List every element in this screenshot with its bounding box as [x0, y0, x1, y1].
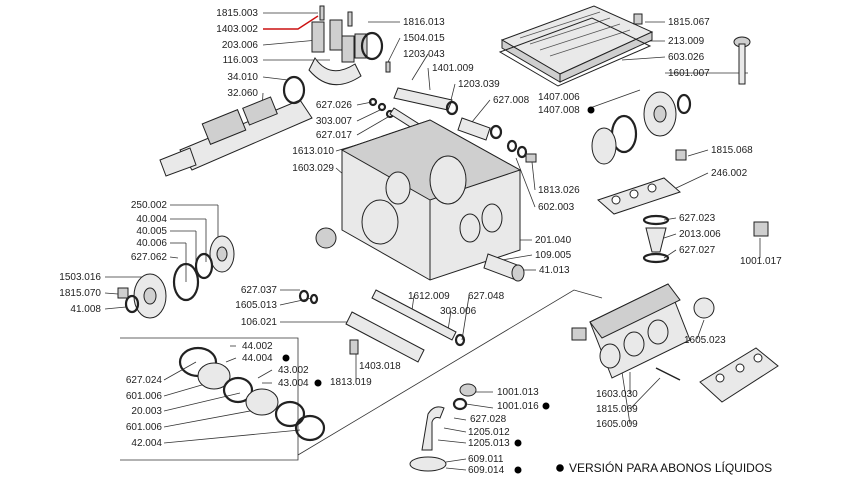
- label-213009: 213.009: [668, 36, 705, 47]
- label-1205012: 1205.012: [468, 427, 510, 438]
- label-1815003: 1815.003: [216, 8, 258, 19]
- label-601006-b: 601.006: [126, 422, 163, 433]
- label-1605013: 1605.013: [235, 300, 277, 311]
- marker-1001016: [542, 402, 550, 410]
- marker-44004: [282, 354, 290, 362]
- label-609014: 609.014: [468, 465, 505, 476]
- label-40004: 40.004: [136, 214, 167, 225]
- label-627017: 627.017: [316, 130, 353, 141]
- label-40005: 40.005: [136, 226, 167, 237]
- pump-head-cover: [498, 5, 654, 87]
- label-43002: 43.002: [278, 365, 309, 376]
- crankcase: [315, 119, 522, 281]
- label-627037: 627.037: [241, 285, 278, 296]
- label-1403002: 1403.002: [216, 24, 258, 35]
- label-20003: 20.003: [131, 406, 162, 417]
- label-34010: 34.010: [227, 72, 258, 83]
- label-627027: 627.027: [679, 245, 716, 256]
- label-603026: 603.026: [668, 52, 705, 63]
- oil-dipstick: [733, 36, 751, 85]
- label-1613010: 1613.010: [292, 146, 334, 157]
- label-1815068: 1815.068: [711, 145, 753, 156]
- label-246002: 246.002: [711, 168, 748, 179]
- label-1816013: 1816.013: [403, 17, 445, 28]
- label-1203043: 1203.043: [403, 49, 445, 60]
- label-1815070: 1815.070: [59, 288, 101, 299]
- label-303007: 303.007: [316, 116, 353, 127]
- label-40006: 40.006: [136, 238, 167, 249]
- label-2013006: 2013.006: [679, 229, 721, 240]
- label-44004: 44.004: [242, 353, 273, 364]
- label-1612009: 1612.009: [408, 291, 450, 302]
- label-109005: 109.005: [535, 250, 572, 261]
- label-203006: 203.006: [222, 40, 259, 51]
- label-1601007: 1601.007: [668, 68, 710, 79]
- marker-1205013: [514, 439, 522, 447]
- label-116003: 116.003: [223, 55, 259, 66]
- label-609011: 609.011: [468, 454, 504, 465]
- label-602003: 602.003: [538, 202, 575, 213]
- inlet-fitting: [409, 383, 477, 472]
- label-303006: 303.006: [440, 306, 477, 317]
- label-250002: 250.002: [131, 200, 168, 211]
- label-1001013: 1001.013: [497, 387, 539, 398]
- label-627062: 627.062: [131, 252, 168, 263]
- label-32060: 32.060: [227, 88, 258, 99]
- label-1605009: 1605.009: [596, 419, 638, 430]
- manifold: [571, 283, 715, 381]
- plunger-sleeve: [483, 253, 525, 282]
- label-627028: 627.028: [470, 414, 507, 425]
- connecting-rod-caps: [308, 5, 368, 86]
- label-1407008: 1407.008: [538, 105, 580, 116]
- label-44002: 44.002: [242, 341, 273, 352]
- legend-text: VERSIÓN PARA ABONOS LÍQUIDOS: [569, 460, 772, 475]
- label-1605023: 1605.023: [684, 335, 726, 346]
- label-601006-a: 601.006: [126, 391, 163, 402]
- outlet-manifold: [699, 347, 779, 403]
- label-1603030: 1603.030: [596, 389, 638, 400]
- label-1815069: 1815.069: [596, 404, 638, 415]
- seal-kit: [178, 346, 326, 442]
- label-1203039: 1203.039: [458, 79, 500, 90]
- label-1001017: 1001.017: [740, 256, 782, 267]
- label-627026: 627.026: [316, 100, 353, 111]
- label-1001016: 1001.016: [497, 401, 539, 412]
- label-1504015: 1504.015: [403, 33, 445, 44]
- label-1401009: 1401.009: [432, 63, 474, 74]
- part-labels: 1815.003 1403.002 203.006 116.003 34.010…: [59, 8, 782, 476]
- bearing-right: [591, 91, 692, 165]
- leader-lines: [104, 12, 761, 471]
- label-1403018: 1403.018: [359, 361, 401, 372]
- bearing-left: [117, 235, 235, 319]
- marker-43004: [314, 379, 322, 387]
- label-1503016: 1503.016: [59, 272, 101, 283]
- crankshaft: [159, 96, 313, 177]
- label-1603029: 1603.029: [292, 163, 334, 174]
- legend: VERSIÓN PARA ABONOS LÍQUIDOS: [556, 460, 772, 475]
- label-1813019: 1813.019: [330, 377, 372, 388]
- label-1815067: 1815.067: [668, 17, 710, 28]
- valve-plate: [597, 177, 681, 215]
- label-627008: 627.008: [493, 95, 530, 106]
- label-627023: 627.023: [679, 213, 716, 224]
- label-1813026: 1813.026: [538, 185, 580, 196]
- label-201040: 201.040: [535, 235, 572, 246]
- label-1407006: 1407.006: [538, 92, 580, 103]
- label-1205013: 1205.013: [468, 438, 510, 449]
- valve-assembly: [642, 214, 769, 264]
- label-627024: 627.024: [126, 375, 163, 386]
- lower-guides: [298, 289, 466, 363]
- legend-marker: [556, 464, 564, 472]
- label-41008: 41.008: [70, 304, 101, 315]
- label-42004: 42.004: [131, 438, 162, 449]
- marker-609014: [514, 466, 522, 474]
- label-627048: 627.048: [468, 291, 505, 302]
- label-106021: 106.021: [241, 317, 278, 328]
- liquid-fertilizer-marker: [587, 106, 595, 114]
- label-43004: 43.004: [278, 378, 309, 389]
- label-41013: 41.013: [539, 265, 570, 276]
